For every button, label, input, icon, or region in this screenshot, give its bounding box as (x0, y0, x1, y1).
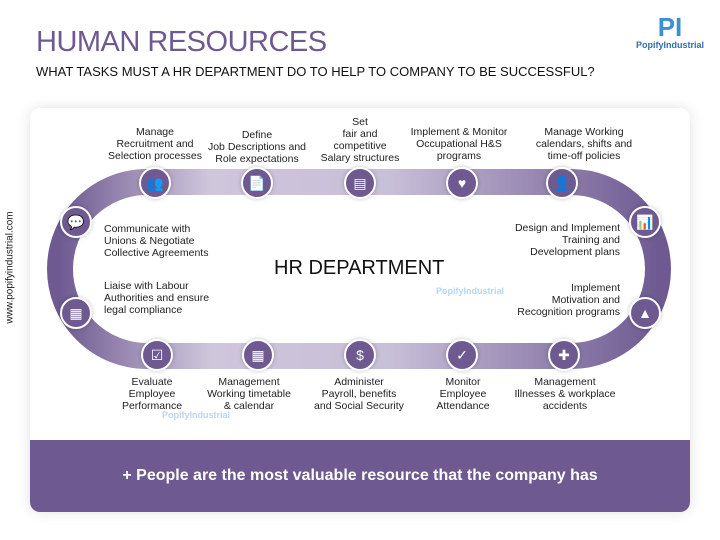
calendar-check-icon: ✓ (446, 339, 478, 371)
mountain-flag-icon: ▲ (629, 297, 661, 329)
presentation-icon: 📊 (629, 206, 661, 238)
logo-mark-icon: PI (657, 12, 683, 42)
people-icon: 👥 (139, 167, 171, 199)
building-icon: ▦ (60, 297, 92, 329)
page-subtitle: WHAT TASKS MUST A HR DEPARTMENT DO TO HE… (36, 64, 595, 79)
banner: + People are the most valuable resource … (30, 440, 690, 512)
document-search-icon: 📄 (241, 167, 273, 199)
first-aid-icon: ✚ (548, 339, 580, 371)
chat-icon: 💬 (60, 206, 92, 238)
ledger-icon: ▤ (344, 167, 376, 199)
checklist-icon: ☑ (141, 339, 173, 371)
logo-text: PopifyIndustrial (635, 40, 704, 50)
money-icon: $ (344, 339, 376, 371)
center-label: HR DEPARTMENT (274, 257, 445, 279)
sidebar-url: www.popifyindustrial.com (4, 211, 16, 324)
heart-plus-icon: ♥ (446, 167, 478, 199)
watermark: PopifyIndustrial (162, 410, 231, 420)
watermark: PopifyIndustrial (436, 286, 505, 296)
calendar-icon: ▦ (242, 339, 274, 371)
page-title: HUMAN RESOURCES (36, 26, 327, 58)
user-minus-icon: 👤 (546, 167, 578, 199)
